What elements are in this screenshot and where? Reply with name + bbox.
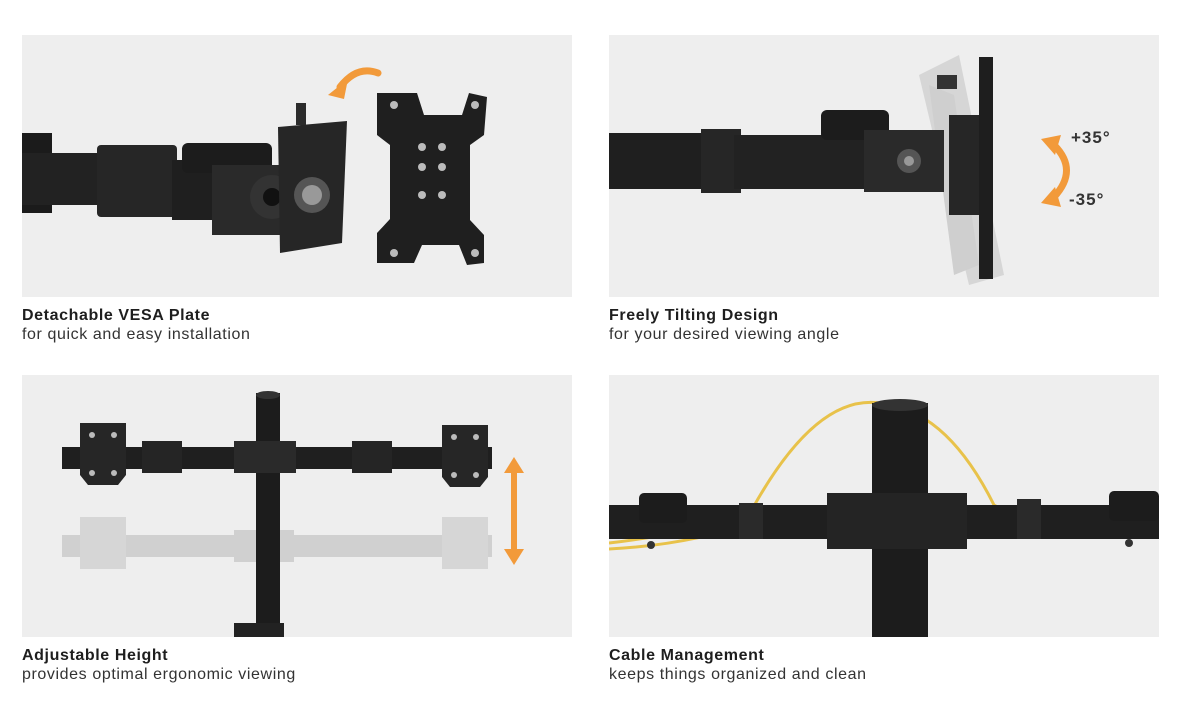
tilting-head-photo: +35° -35° (609, 35, 1159, 297)
feature-freely-tilting: +35° -35° Freely Tilting Design for your… (609, 35, 1159, 345)
feature-title: Freely Tilting Design (609, 307, 779, 324)
feature-title: Cable Management (609, 647, 765, 664)
feature-cable-management: Cable Management keeps things organized … (609, 375, 1159, 685)
feature-caption: Adjustable Height provides optimal ergon… (22, 647, 572, 685)
feature-subtitle: for your desired viewing angle (609, 326, 840, 343)
feature-caption: Cable Management keeps things organized … (609, 647, 1159, 685)
feature-title: Detachable VESA Plate (22, 307, 211, 324)
feature-subtitle: provides optimal ergonomic viewing (22, 666, 296, 683)
feature-caption: Freely Tilting Design for your desired v… (609, 307, 1159, 345)
feature-subtitle: keeps things organized and clean (609, 666, 867, 683)
tilt-illustration (609, 55, 1070, 285)
tilt-down-angle: -35° (1069, 190, 1105, 209)
height-illustration (62, 391, 524, 637)
cable-management-photo (609, 375, 1159, 637)
feature-title: Adjustable Height (22, 647, 169, 664)
tilt-up-angle: +35° (1071, 128, 1111, 147)
feature-subtitle: for quick and easy installation (22, 326, 251, 343)
vesa-plate-illustration (22, 67, 487, 265)
feature-detachable-vesa: Detachable VESA Plate for quick and easy… (22, 35, 572, 345)
cable-illustration (609, 399, 1159, 637)
height-adjust-photo (22, 375, 572, 637)
vesa-plate-detach-photo (22, 35, 572, 297)
feature-adjustable-height: Adjustable Height provides optimal ergon… (22, 375, 572, 685)
feature-caption: Detachable VESA Plate for quick and easy… (22, 307, 572, 345)
